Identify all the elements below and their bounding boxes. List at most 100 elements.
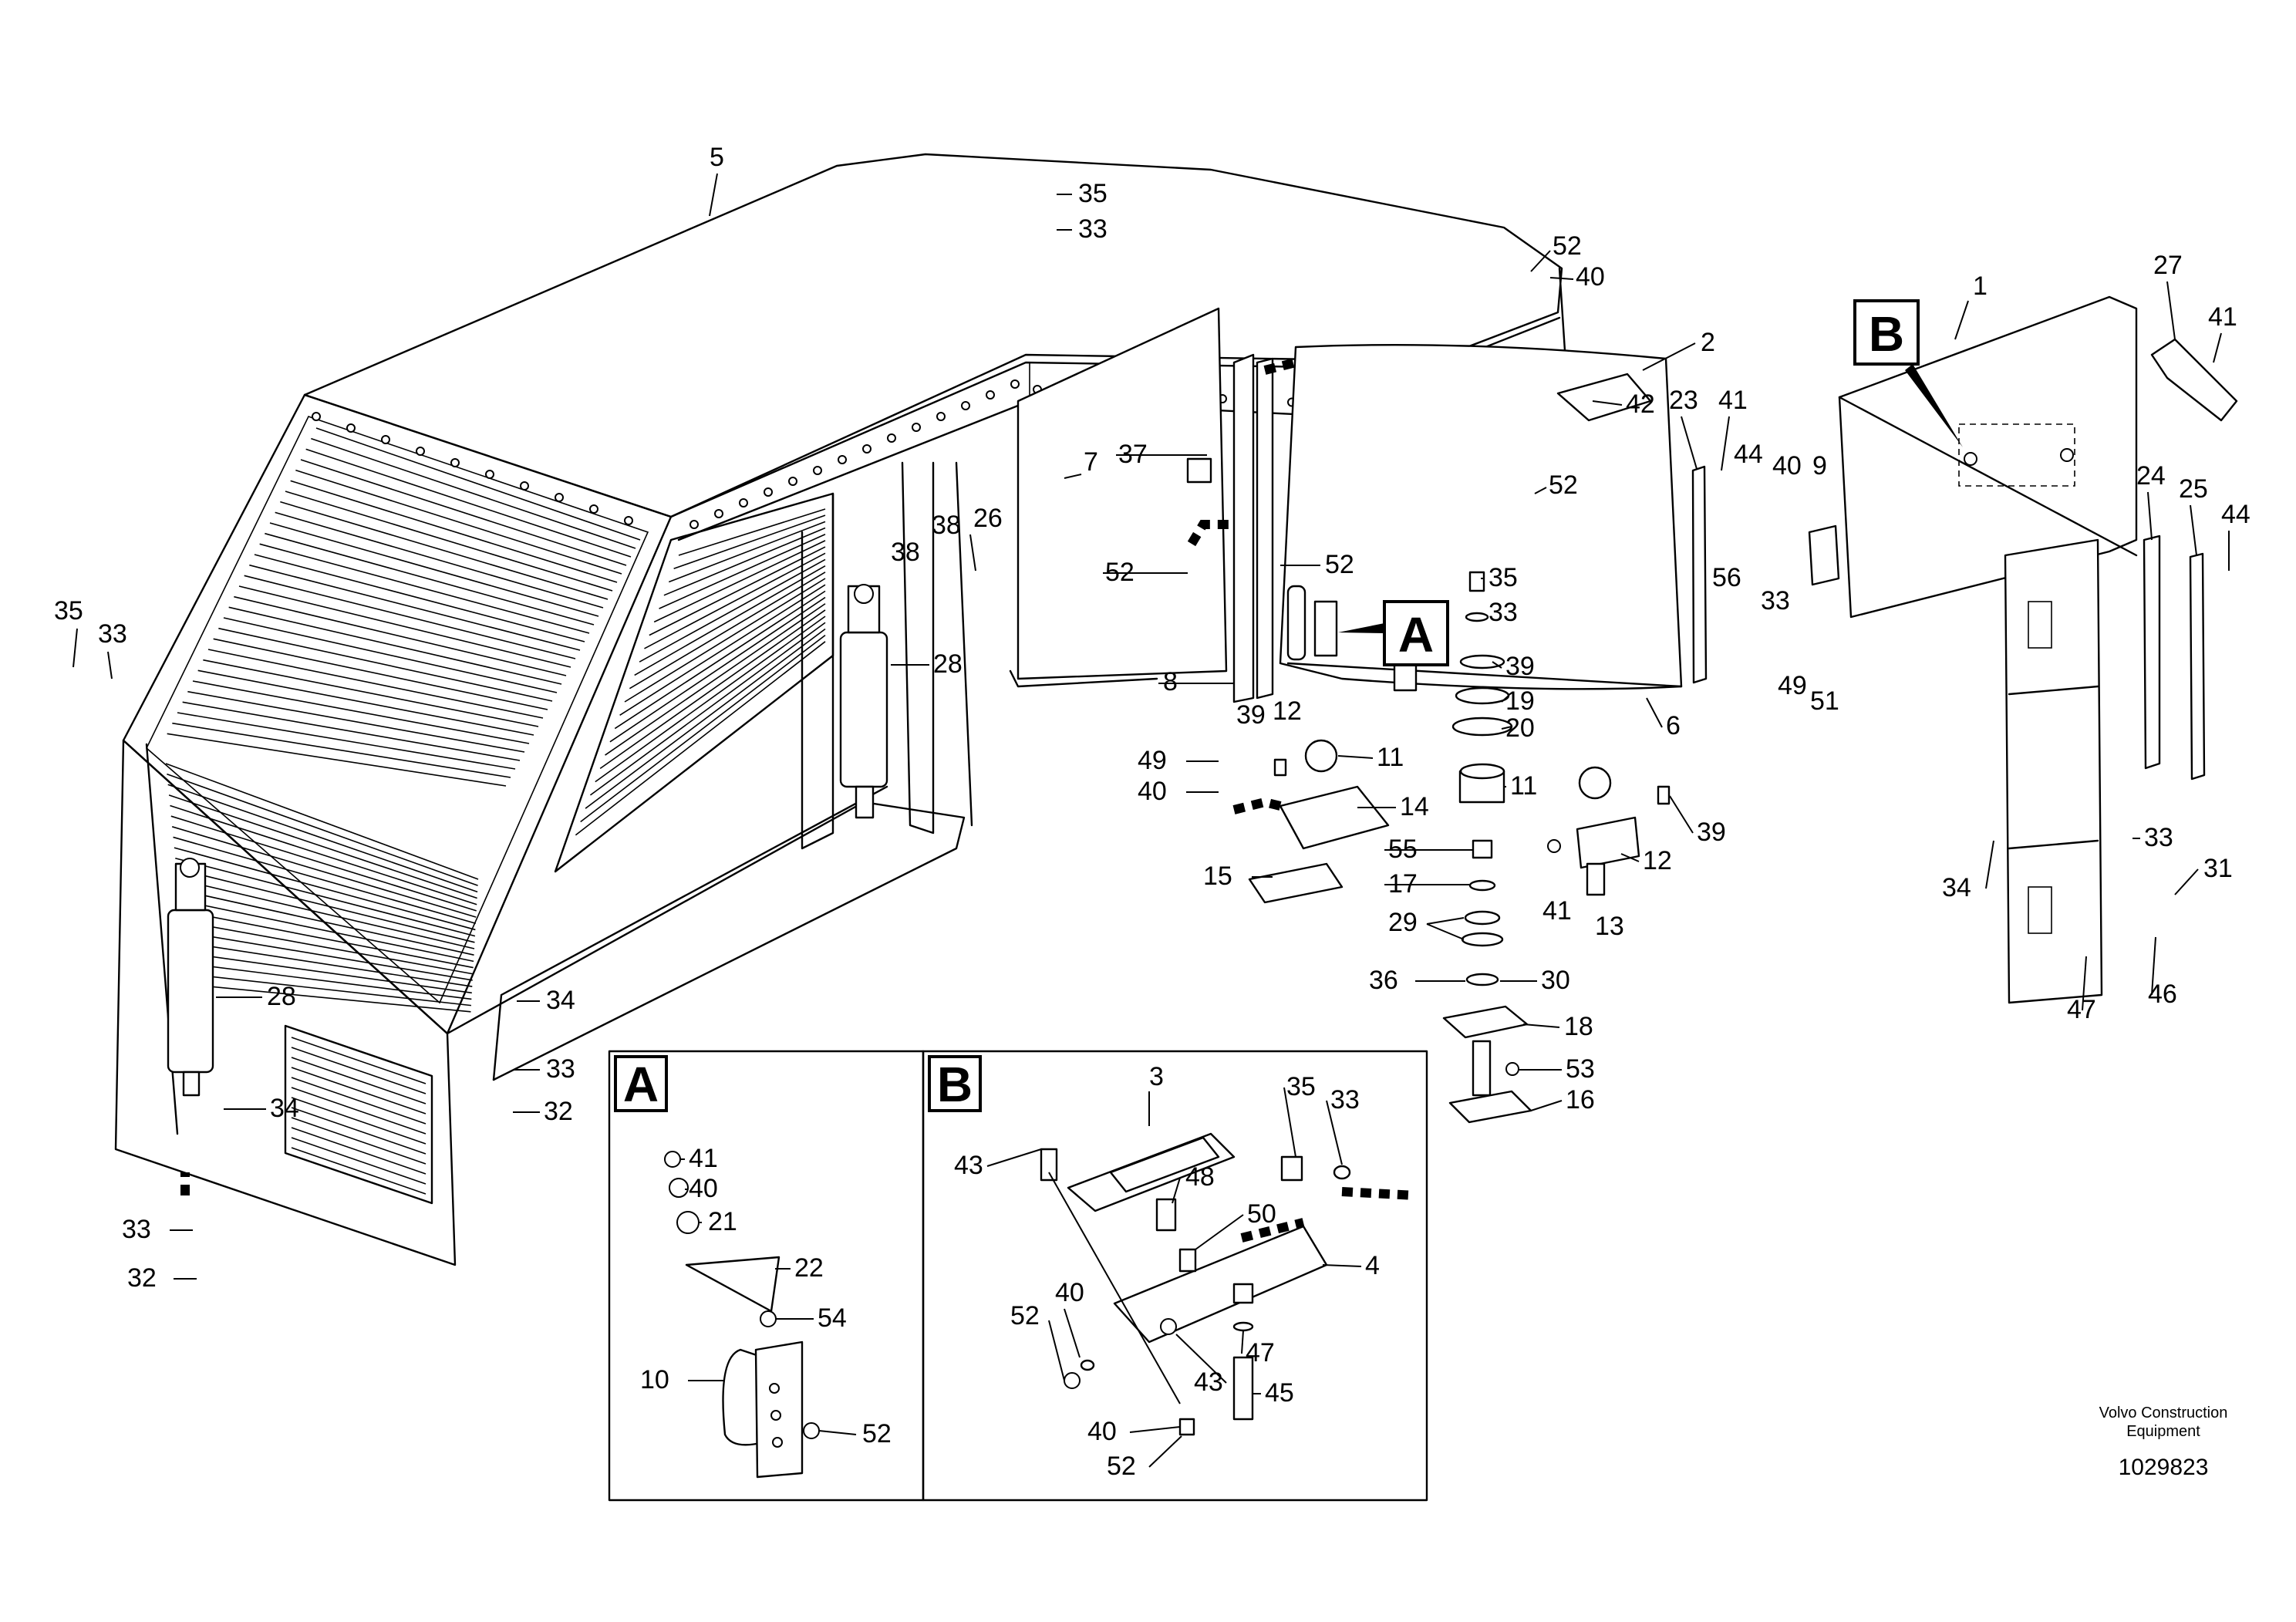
callout-33-right: 33 xyxy=(1761,586,1790,615)
callout-32-left: 32 xyxy=(127,1263,157,1293)
callout-35-stack: 35 xyxy=(1489,563,1518,592)
detail-b-inset-label: B xyxy=(937,1057,973,1112)
callout-52-panel7: 52 xyxy=(1105,558,1135,587)
callout-3: 3 xyxy=(1149,1062,1164,1091)
callout-41-inset: 41 xyxy=(689,1144,718,1173)
callout-49-right: 49 xyxy=(1778,671,1807,700)
callout-40-hinge: 40 xyxy=(1138,777,1167,806)
hinge-strip-8 xyxy=(1232,353,1274,703)
callout-7: 7 xyxy=(1084,447,1098,477)
callout-49-left: 49 xyxy=(1138,746,1167,775)
callout-36: 36 xyxy=(1369,966,1398,995)
callout-53: 53 xyxy=(1566,1054,1595,1084)
callout-54: 54 xyxy=(818,1303,847,1333)
callout-31: 31 xyxy=(2203,854,2233,883)
callout-9: 9 xyxy=(1812,451,1827,481)
callout-17: 17 xyxy=(1388,869,1418,899)
latch-handle-group xyxy=(1286,585,1338,661)
callout-numbers: 5 35 33 52 40 2 42 52 23 41 44 40 9 1 27… xyxy=(54,143,2250,1481)
callout-5: 5 xyxy=(710,143,724,172)
detail-a-inset-label: A xyxy=(623,1057,659,1112)
callout-28-right: 28 xyxy=(933,649,963,679)
leader-lines xyxy=(72,173,2230,1468)
callout-34-mid: 34 xyxy=(546,986,575,1015)
callout-18: 18 xyxy=(1564,1012,1593,1041)
detail-a-main-label: A xyxy=(1398,607,1434,663)
callout-32-mid: 32 xyxy=(544,1097,573,1126)
callout-33-mid: 33 xyxy=(546,1054,575,1084)
callout-33-inset: 33 xyxy=(1330,1085,1360,1114)
callout-44-b: 44 xyxy=(2221,500,2250,529)
callout-35-top: 35 xyxy=(1078,179,1108,208)
callout-41-a: 41 xyxy=(1718,386,1748,415)
callout-11-a: 11 xyxy=(1377,743,1404,772)
side-grille-louvres xyxy=(165,763,479,1013)
front-grille-louvres xyxy=(167,427,641,787)
callout-40-inset-b1: 40 xyxy=(1055,1278,1084,1307)
callout-50: 50 xyxy=(1247,1199,1276,1229)
inner-grille-louvres xyxy=(575,508,826,836)
callout-56: 56 xyxy=(1712,563,1741,592)
callout-12-b: 12 xyxy=(1643,846,1672,875)
detail-b-tag: B xyxy=(1853,299,1963,447)
callout-13: 13 xyxy=(1595,912,1624,941)
callout-43-b: 43 xyxy=(1194,1367,1223,1397)
callout-40-top: 40 xyxy=(1576,262,1605,292)
lower-vent-louvres xyxy=(291,1037,426,1195)
dashed-guides xyxy=(180,358,1297,1195)
callout-33-top: 33 xyxy=(1078,214,1108,244)
side-door-panel-7 xyxy=(1009,307,1228,688)
vertical-post xyxy=(2004,538,2103,1004)
gas-strut-right xyxy=(839,584,888,819)
callout-28-left: 28 xyxy=(267,982,296,1011)
gas-strut-left xyxy=(167,858,214,1097)
credit-line-2: Equipment xyxy=(2126,1423,2200,1440)
callout-10: 10 xyxy=(640,1365,669,1394)
pivot-stack xyxy=(1393,571,1532,1124)
callout-41-b: 41 xyxy=(2208,302,2237,332)
callout-4: 4 xyxy=(1365,1251,1380,1280)
callout-45: 45 xyxy=(1265,1378,1294,1408)
callout-52-inset-b1: 52 xyxy=(1010,1301,1040,1330)
handle-9 xyxy=(1808,524,1840,586)
callout-19: 19 xyxy=(1505,686,1535,716)
callout-52-hinge: 52 xyxy=(1325,550,1354,579)
callout-39-stack: 39 xyxy=(1505,652,1535,681)
callout-52-inset-a: 52 xyxy=(862,1419,892,1448)
callout-35-inset: 35 xyxy=(1286,1072,1316,1101)
callout-33-bottom: 33 xyxy=(122,1215,151,1244)
callout-11-b: 11 xyxy=(1510,771,1537,801)
callout-2: 2 xyxy=(1701,328,1715,357)
callout-40-inset-b2: 40 xyxy=(1087,1417,1117,1446)
detail-b-inset: B xyxy=(922,1050,1428,1502)
callout-25: 25 xyxy=(2179,474,2208,504)
callout-26: 26 xyxy=(973,504,1003,533)
callout-40-inset-a: 40 xyxy=(689,1174,718,1203)
hinge-bracket-14 xyxy=(1248,739,1390,904)
callout-47-inset: 47 xyxy=(1246,1338,1275,1367)
detail-a-tag: A xyxy=(1338,600,1449,666)
callout-51: 51 xyxy=(1810,686,1839,716)
callout-23: 23 xyxy=(1669,386,1698,415)
callout-30: 30 xyxy=(1541,966,1570,995)
callout-52-top: 52 xyxy=(1553,231,1582,261)
callout-20: 20 xyxy=(1505,713,1535,743)
callout-44-a: 44 xyxy=(1734,440,1763,469)
callout-33-post: 33 xyxy=(2144,823,2173,852)
callout-16: 16 xyxy=(1566,1085,1595,1114)
callout-39-hinge: 39 xyxy=(1236,700,1266,730)
callout-48: 48 xyxy=(1185,1162,1215,1192)
callout-1: 1 xyxy=(1973,271,1988,301)
strip-25 xyxy=(2189,552,2206,781)
callout-6: 6 xyxy=(1666,711,1681,740)
credit-line-1: Volvo Construction xyxy=(2099,1404,2228,1421)
callout-47-post: 47 xyxy=(2067,995,2096,1024)
bracket-27 xyxy=(2150,338,2238,422)
callout-24: 24 xyxy=(2136,461,2166,491)
callout-14: 14 xyxy=(1400,792,1429,821)
callout-43-a: 43 xyxy=(954,1151,983,1180)
callout-8: 8 xyxy=(1163,667,1178,696)
detail-b-main-label: B xyxy=(1869,306,1904,362)
callout-12-a: 12 xyxy=(1273,696,1302,726)
latch-bracket-13 xyxy=(1547,766,1671,896)
